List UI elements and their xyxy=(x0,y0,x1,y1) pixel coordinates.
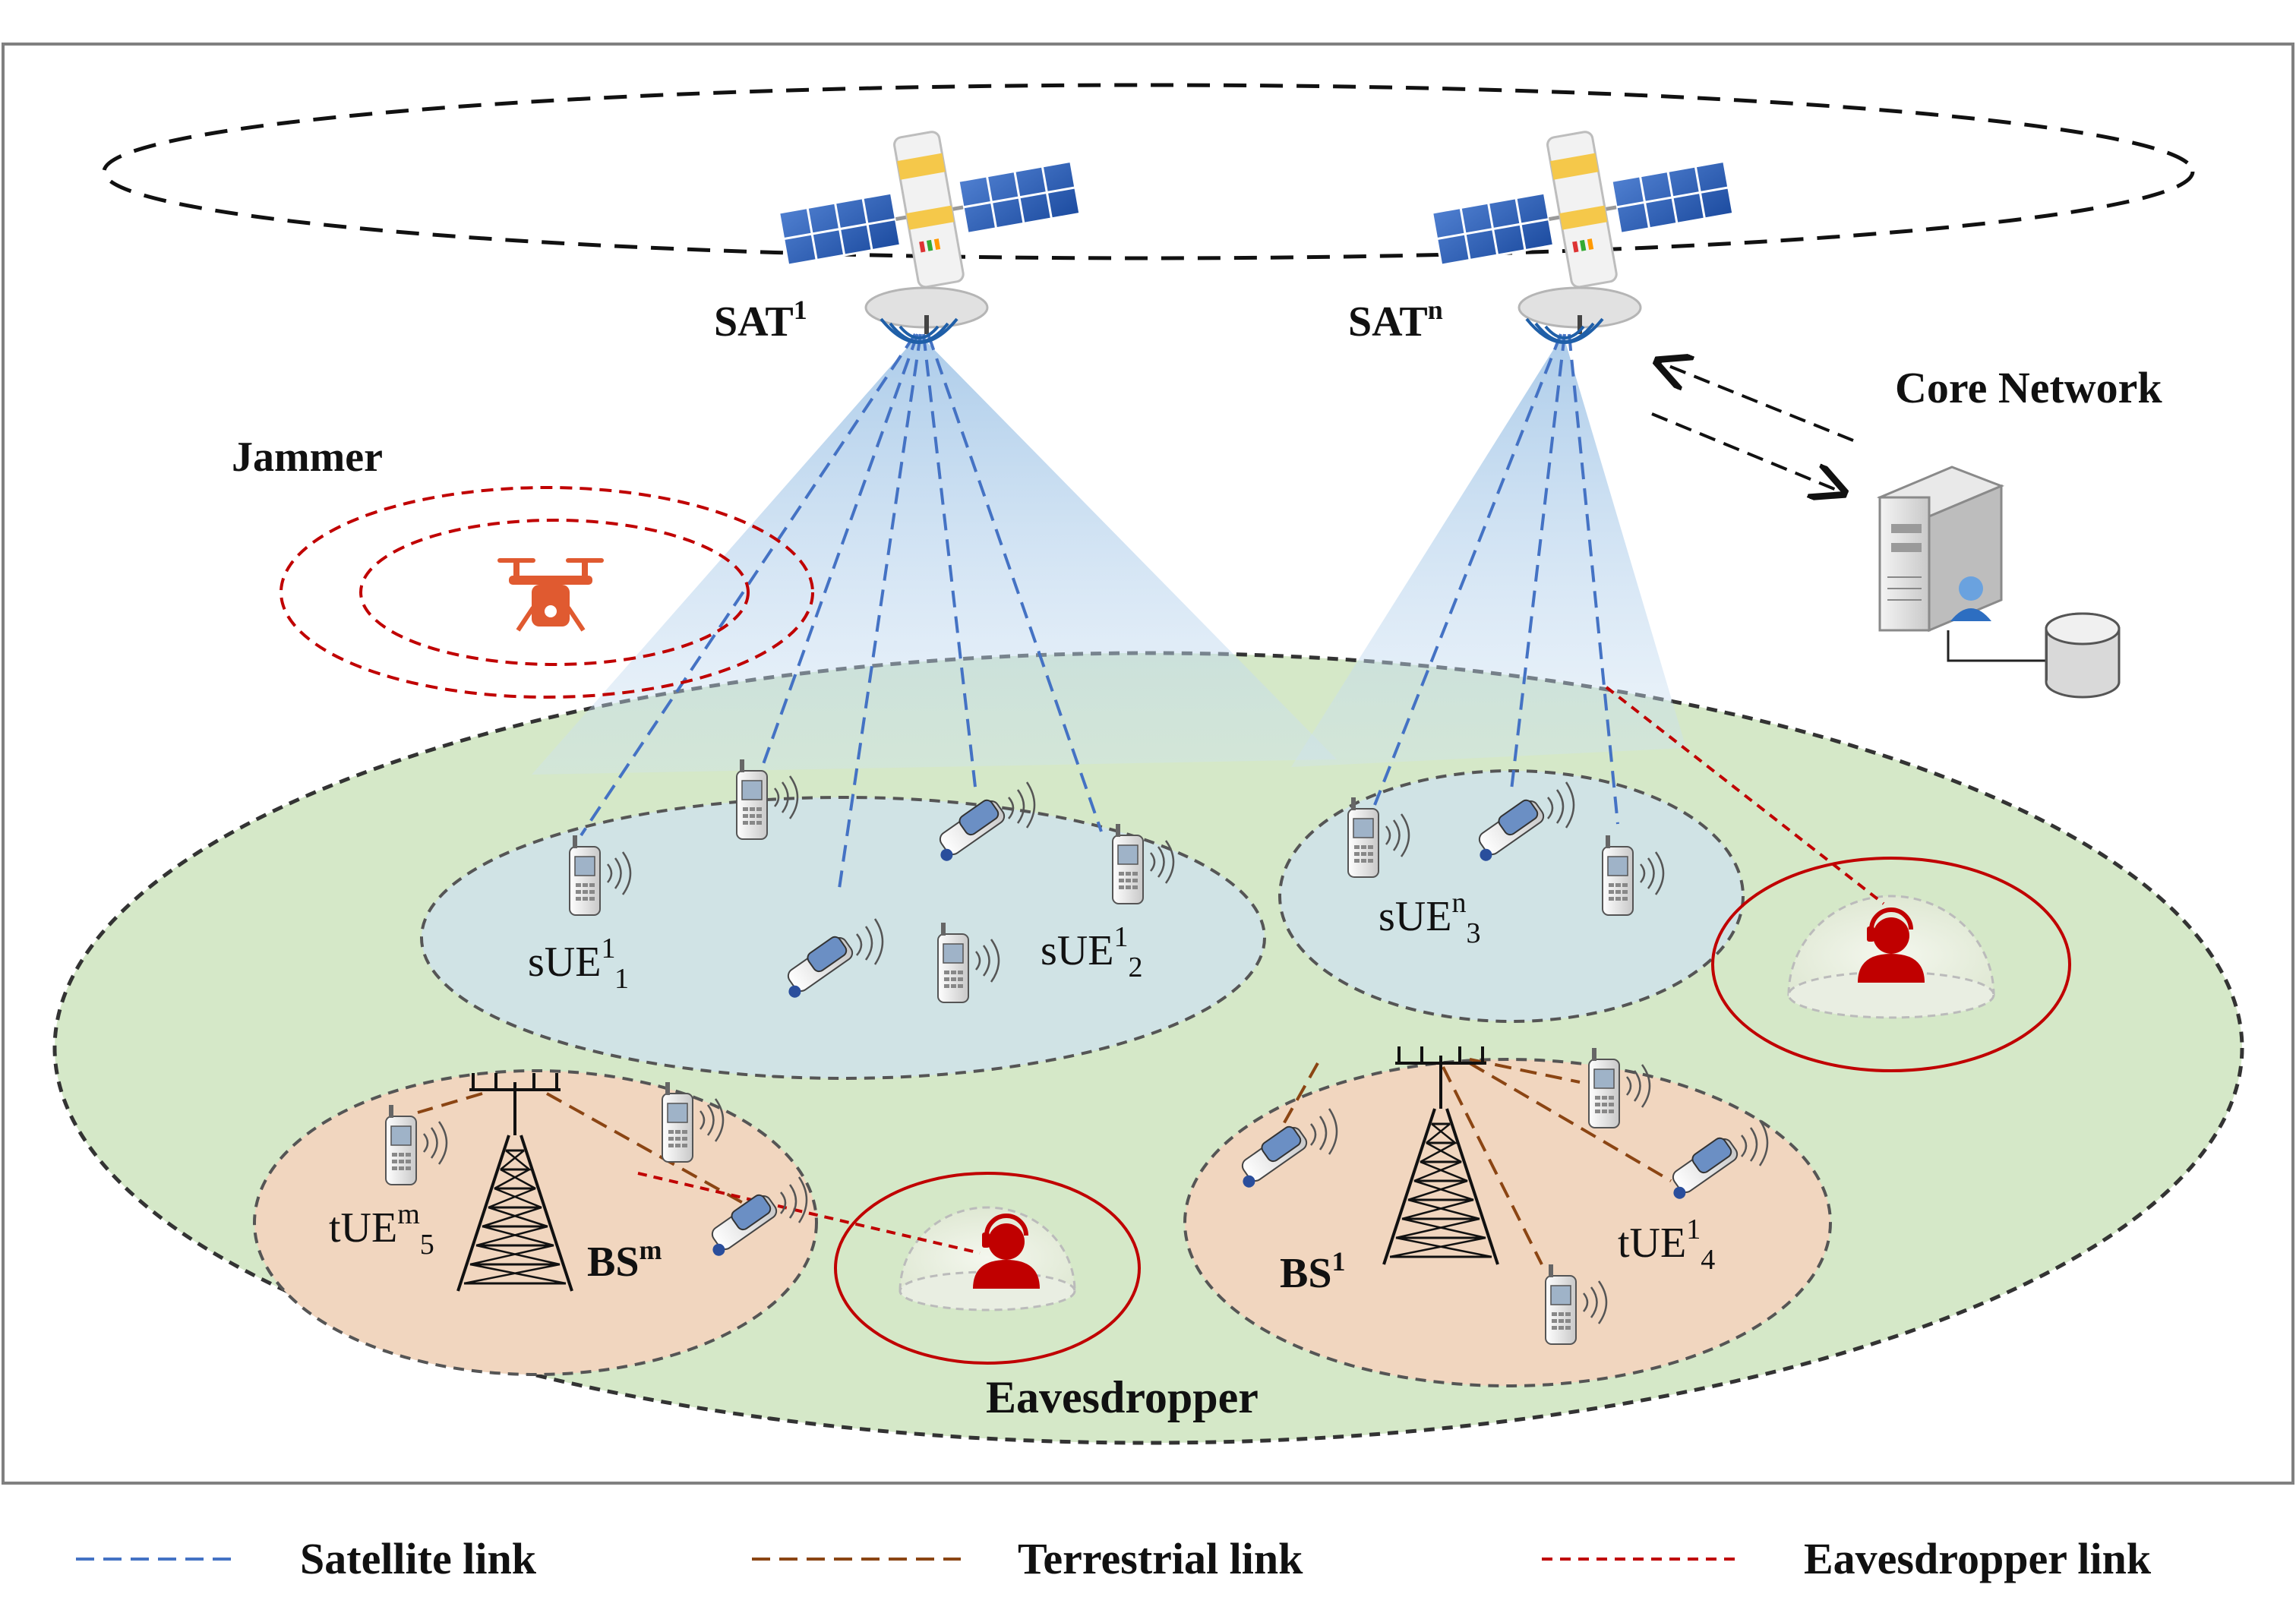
tue14-label: tUE14 xyxy=(1618,1214,1715,1276)
satn-beam xyxy=(1291,334,1686,767)
sat1-beam xyxy=(532,334,1337,775)
sat1-cell xyxy=(420,796,1266,1080)
legend: Satellite link Terrestrial link Eavesdro… xyxy=(76,1534,2152,1583)
eavesdropper-zone-right xyxy=(1711,857,2071,1072)
eavesdropper-label: Eavesdropper xyxy=(986,1372,1259,1422)
sue11-label: sUE11 xyxy=(528,933,629,995)
satn-cell xyxy=(1278,769,1745,1023)
satn-label: SATn xyxy=(1348,295,1443,346)
jammer-label: Jammer xyxy=(232,434,383,481)
legend-eavesdropper-label: Eavesdropper link xyxy=(1804,1534,2152,1583)
satn-signal-icon xyxy=(1525,317,1604,344)
bsm-label: BSm xyxy=(587,1235,662,1286)
core-network-server-icon xyxy=(1876,466,2121,699)
sat1-signal-icon xyxy=(880,317,959,344)
legend-satellite-label: Satellite link xyxy=(300,1534,537,1583)
bs1-label: BS1 xyxy=(1280,1246,1346,1297)
suen3-label: sUEn3 xyxy=(1379,887,1480,949)
terrestrial-links xyxy=(417,1058,1672,1265)
legend-terrestrial-label: Terrestrial link xyxy=(1018,1534,1303,1583)
tuem5-label: tUEm5 xyxy=(329,1198,434,1261)
eavesdropper-zone-middle xyxy=(834,1172,1141,1365)
jammer-zone xyxy=(279,486,814,699)
satellite-orbit xyxy=(102,83,2195,260)
jammer-drone-icon xyxy=(497,558,604,632)
core-network-arrows xyxy=(1652,362,1853,492)
sat1-label: SAT1 xyxy=(714,295,807,346)
satellite-links xyxy=(580,333,1619,889)
core-network-label: Core Network xyxy=(1895,363,2162,412)
bs1-cell xyxy=(1183,1058,1832,1387)
eavesdropper-links xyxy=(637,686,1885,1255)
sue12-label: sUE12 xyxy=(1041,921,1142,983)
